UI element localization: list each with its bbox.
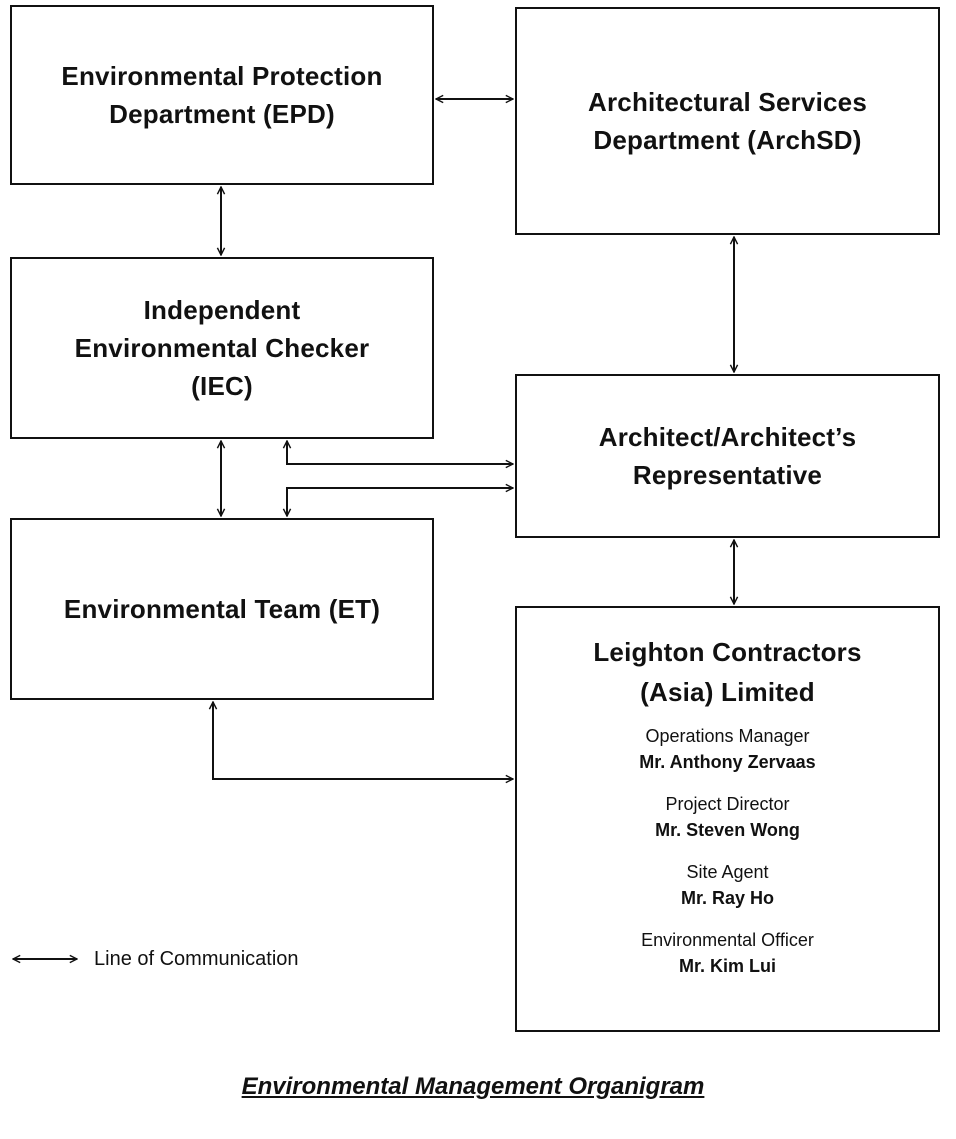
staff-name: Mr. Anthony Zervaas [639, 752, 816, 772]
staff-role: Site Agent [686, 862, 769, 882]
leighton-title: Leighton Contractors (Asia) Limited [593, 632, 861, 712]
epd-title-line: Environmental Protection [61, 61, 383, 91]
connector-iec-ar [287, 441, 513, 464]
double-arrow-icon [10, 944, 80, 974]
legend: Line of Communication [10, 944, 299, 974]
architect-representative-title: Architect/Architect’s Representative [599, 418, 857, 494]
et-box: Environmental Team (ET) [10, 518, 434, 700]
staff-role: Environmental Officer [641, 930, 814, 950]
iec-title: Independent Environmental Checker (IEC) [75, 291, 370, 405]
staff-role: Project Director [665, 794, 790, 814]
iec-box: Independent Environmental Checker (IEC) [10, 257, 434, 439]
staff-name: Mr. Steven Wong [655, 820, 800, 840]
leighton-box: Leighton Contractors (Asia) Limited Oper… [515, 606, 940, 1032]
staff-entry: Environmental Officer Mr. Kim Lui [517, 928, 938, 979]
diagram-caption: Environmental Management Organigram [241, 1073, 705, 1100]
staff-list: Operations Manager Mr. Anthony Zervaas P… [517, 724, 938, 996]
staff-entry: Project Director Mr. Steven Wong [517, 792, 938, 843]
leighton-title-line: (Asia) Limited [640, 677, 815, 707]
staff-name: Mr. Ray Ho [680, 888, 775, 908]
et-title: Environmental Team (ET) [64, 590, 380, 628]
epd-box: Environmental Protection Department (EPD… [10, 5, 434, 185]
staff-name: Mr. Kim Lui [678, 956, 776, 976]
architect-representative-title-line: Architect/Architect’s [598, 422, 857, 452]
staff-entry: Operations Manager Mr. Anthony Zervaas [517, 724, 938, 775]
epd-title: Environmental Protection Department (EPD… [61, 57, 382, 133]
connector-et-leighton [213, 702, 513, 779]
iec-title-line: (IEC) [191, 371, 253, 401]
architect-representative-title-line: Representative [632, 460, 823, 490]
iec-title-line: Independent [143, 295, 301, 325]
legend-label: Line of Communication [94, 948, 299, 970]
epd-title-line: Department (EPD) [109, 99, 335, 129]
et-title-line: Environmental Team (ET) [63, 594, 381, 624]
leighton-title-line: Leighton Contractors [593, 637, 862, 667]
staff-role: Operations Manager [645, 726, 810, 746]
archsd-title-line: Architectural Services [588, 87, 867, 117]
architect-representative-box: Architect/Architect’s Representative [515, 374, 940, 538]
archsd-title: Architectural Services Department (ArchS… [588, 83, 867, 159]
archsd-box: Architectural Services Department (ArchS… [515, 7, 940, 235]
connector-et-ar [287, 488, 513, 516]
staff-entry: Site Agent Mr. Ray Ho [517, 860, 938, 911]
iec-title-line: Environmental Checker [74, 333, 370, 363]
archsd-title-line: Department (ArchSD) [593, 125, 862, 155]
